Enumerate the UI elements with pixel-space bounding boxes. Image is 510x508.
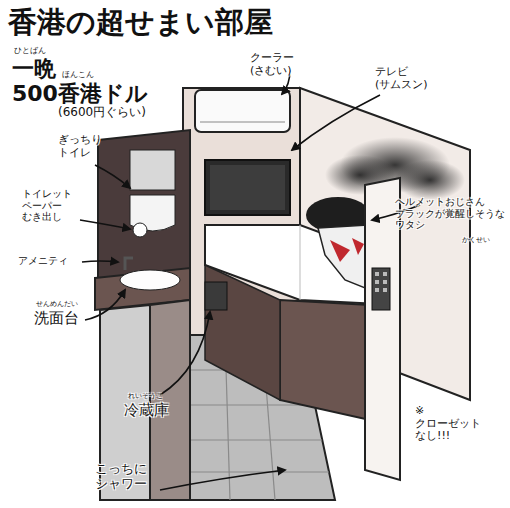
part-label: ぎっちり トイレ (58, 134, 102, 159)
part-label: トイレット ペーパー むき出し (22, 188, 72, 223)
furigana: せんめんだい (36, 300, 78, 308)
part-label: テレビ (サムスン) (375, 66, 428, 91)
part-label: クーラー(さむい) (250, 52, 294, 77)
part-label: こっちに シャワー (95, 462, 147, 492)
furigana: ひとばん (14, 46, 46, 55)
furigana: かくせい (462, 236, 490, 244)
part-label: 冷蔵庫 (124, 402, 169, 419)
note-label: ヘルメットおじさん ブラックが覚醒しそうな ワタシ (395, 196, 505, 231)
furigana: ほんこん (62, 70, 94, 79)
note-label: ※クローゼット なし!!! (415, 405, 481, 443)
part-label: アメニティ (18, 255, 68, 267)
price-label: 一晩 500香港ドル (12, 56, 148, 107)
page-title: 香港の超せまい部屋 (8, 6, 273, 39)
price-note: (6600円ぐらい) (58, 106, 146, 120)
furigana: れいぞうこ (128, 392, 163, 400)
part-label: 洗面台 (34, 310, 79, 327)
